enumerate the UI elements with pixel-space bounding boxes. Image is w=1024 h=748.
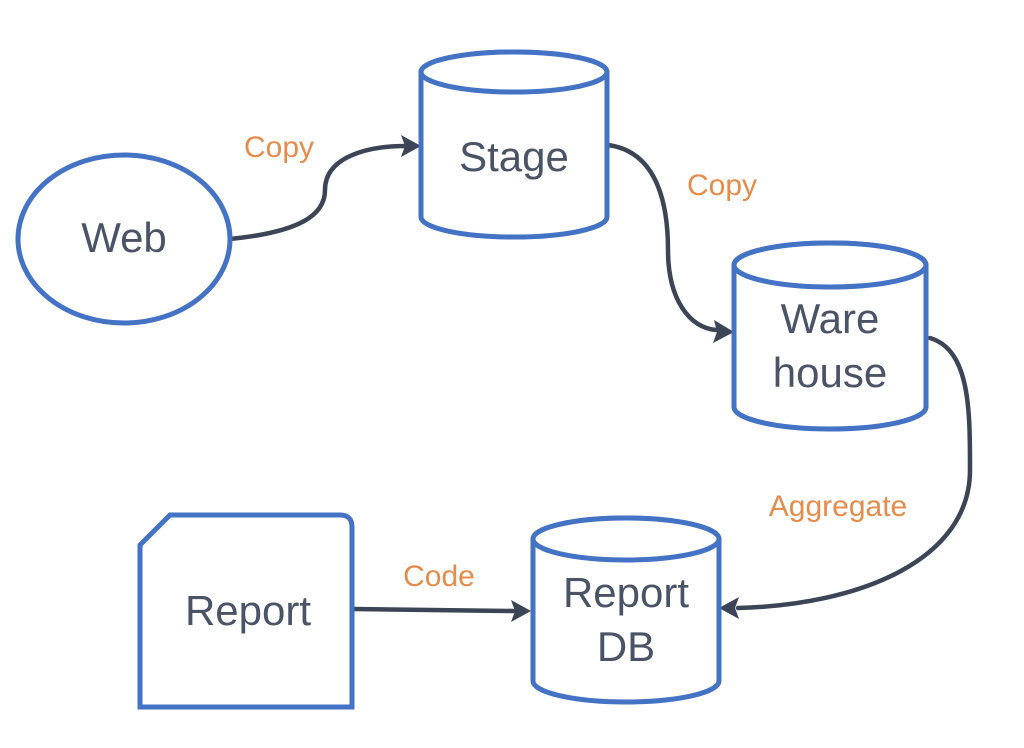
node-label-warehouse-line2: house [773,349,887,396]
edge-label-warehouse-to-report-db: Aggregate [769,490,907,523]
arrowhead-icon [401,135,421,157]
arrowhead-icon [719,597,739,619]
node-web[interactable]: Web [15,152,233,326]
web-ellipse [15,152,233,326]
stage-cylinder-top [418,49,610,95]
edge-line-web-to-stage [227,143,408,242]
edge-stage-to-warehouse [605,142,734,343]
report-db-cylinder-top [530,515,722,563]
node-label-report-db-line1: Report [563,569,689,616]
node-stage[interactable]: Stage [418,49,610,240]
node-report-db[interactable]: Report DB [530,515,722,705]
edge-warehouse-to-report-db [719,335,973,619]
arrowhead-icon [713,320,734,343]
node-report[interactable]: Report [137,512,355,710]
report-document-shape [137,512,355,710]
edge-line-warehouse-to-report-db [735,335,973,611]
node-label-warehouse-line1: Ware [781,295,880,342]
edge-web-to-stage [227,135,421,242]
edge-report-to-report-db [350,600,531,622]
node-label-web: Web [81,214,167,261]
node-label-report: Report [185,587,311,634]
node-label-report-db-line2: DB [597,623,655,670]
edge-line-stage-to-warehouse [605,142,719,333]
edge-line-report-to-report-db [350,606,516,614]
arrowhead-icon [511,600,531,622]
node-label-stage: Stage [459,133,569,180]
edge-label-web-to-stage: Copy [244,131,314,164]
edge-label-report-to-report-db: Code [403,560,475,593]
node-warehouse[interactable]: Ware house [731,240,929,432]
edge-label-stage-to-warehouse: Copy [687,169,757,202]
warehouse-cylinder-top [731,240,929,290]
